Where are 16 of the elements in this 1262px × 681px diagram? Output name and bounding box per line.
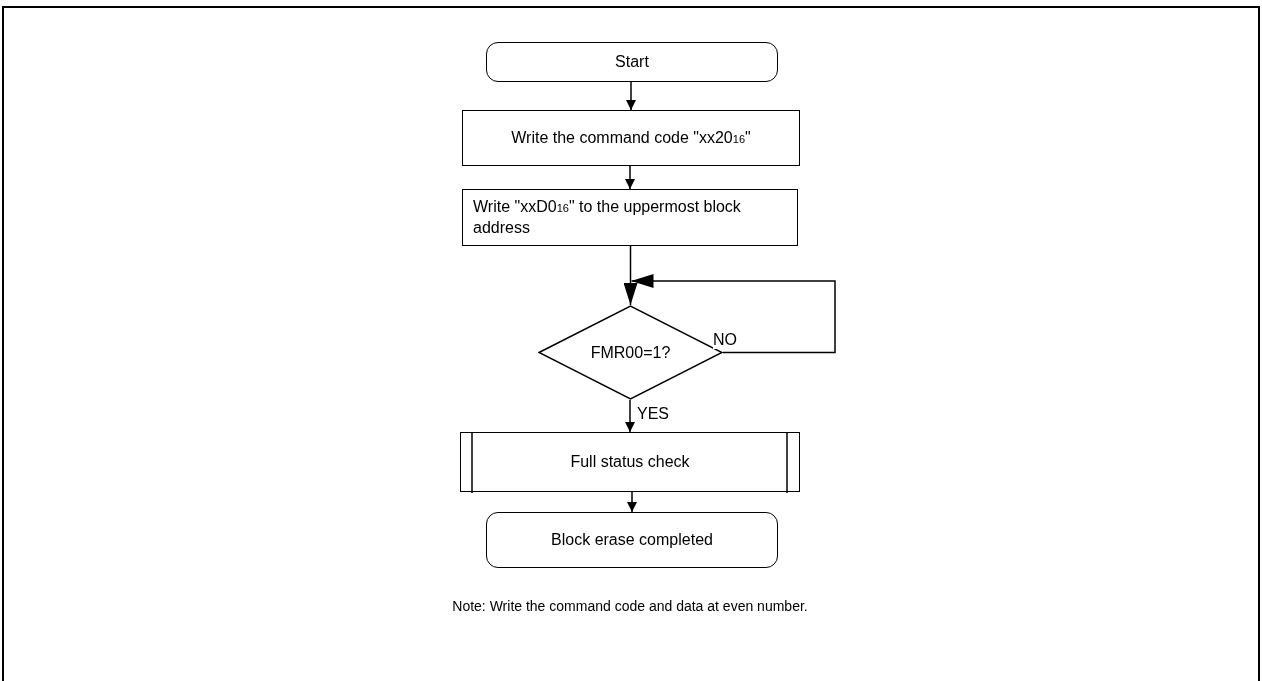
arrow xyxy=(625,399,635,433)
terminal-box xyxy=(486,42,778,82)
edge-label: NO xyxy=(713,331,737,349)
node-text: Block erase completed xyxy=(551,530,713,550)
terminal-box xyxy=(486,512,778,568)
process-box xyxy=(462,189,798,246)
node-text: Start xyxy=(615,52,649,72)
arrow xyxy=(630,274,836,354)
node-text: FMR00=1? xyxy=(590,342,671,363)
arrow xyxy=(627,491,637,513)
arrow xyxy=(623,245,638,306)
arrow xyxy=(625,165,635,190)
arrow xyxy=(626,81,636,111)
node-text: Full status check xyxy=(570,452,690,472)
subroutine-box xyxy=(460,432,800,492)
process-box xyxy=(462,110,800,166)
